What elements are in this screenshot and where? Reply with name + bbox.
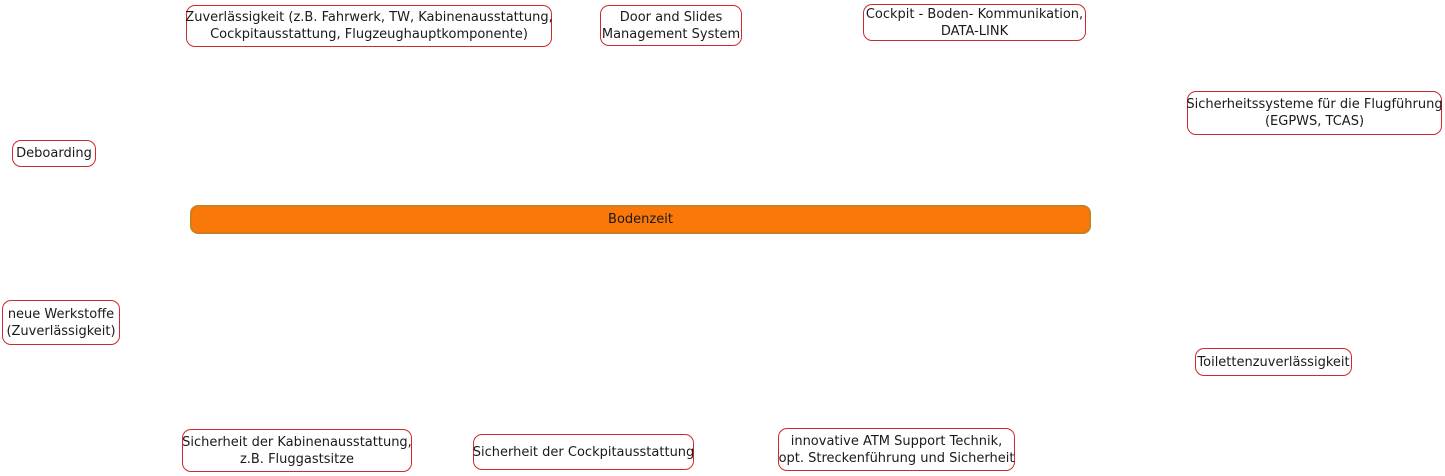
- node-deboarding[interactable]: Deboarding: [12, 140, 96, 167]
- node-door-slides-management[interactable]: Door and Slides Management System: [600, 5, 742, 46]
- node-zuverlaessigkeit[interactable]: Zuverlässigkeit (z.B. Fahrwerk, TW, Kabi…: [185, 5, 553, 47]
- node-toilettenzuverlaessigkeit[interactable]: Toilettenzuverlässigkeit: [1195, 348, 1352, 376]
- node-sicherheit-kabinenausstattung[interactable]: Sicherheit der Kabinenausstattung, z.B. …: [182, 429, 412, 472]
- node-cockpit-boden-kommunikation[interactable]: Cockpit - Boden- Kommunikation, DATA-LIN…: [863, 4, 1086, 41]
- node-atm-support-technik[interactable]: innovative ATM Support Technik, opt. Str…: [778, 428, 1015, 471]
- node-sicherheitssysteme-flugfuehrung[interactable]: Sicherheitssysteme für die Flugführung (…: [1186, 91, 1443, 135]
- node-neue-werkstoffe[interactable]: neue Werkstoffe (Zuverlässigkeit): [2, 300, 120, 345]
- node-bodenzeit-highlight[interactable]: Bodenzeit: [190, 205, 1091, 234]
- node-sicherheit-cockpitausstattung[interactable]: Sicherheit der Cockpitausstattung: [473, 434, 694, 470]
